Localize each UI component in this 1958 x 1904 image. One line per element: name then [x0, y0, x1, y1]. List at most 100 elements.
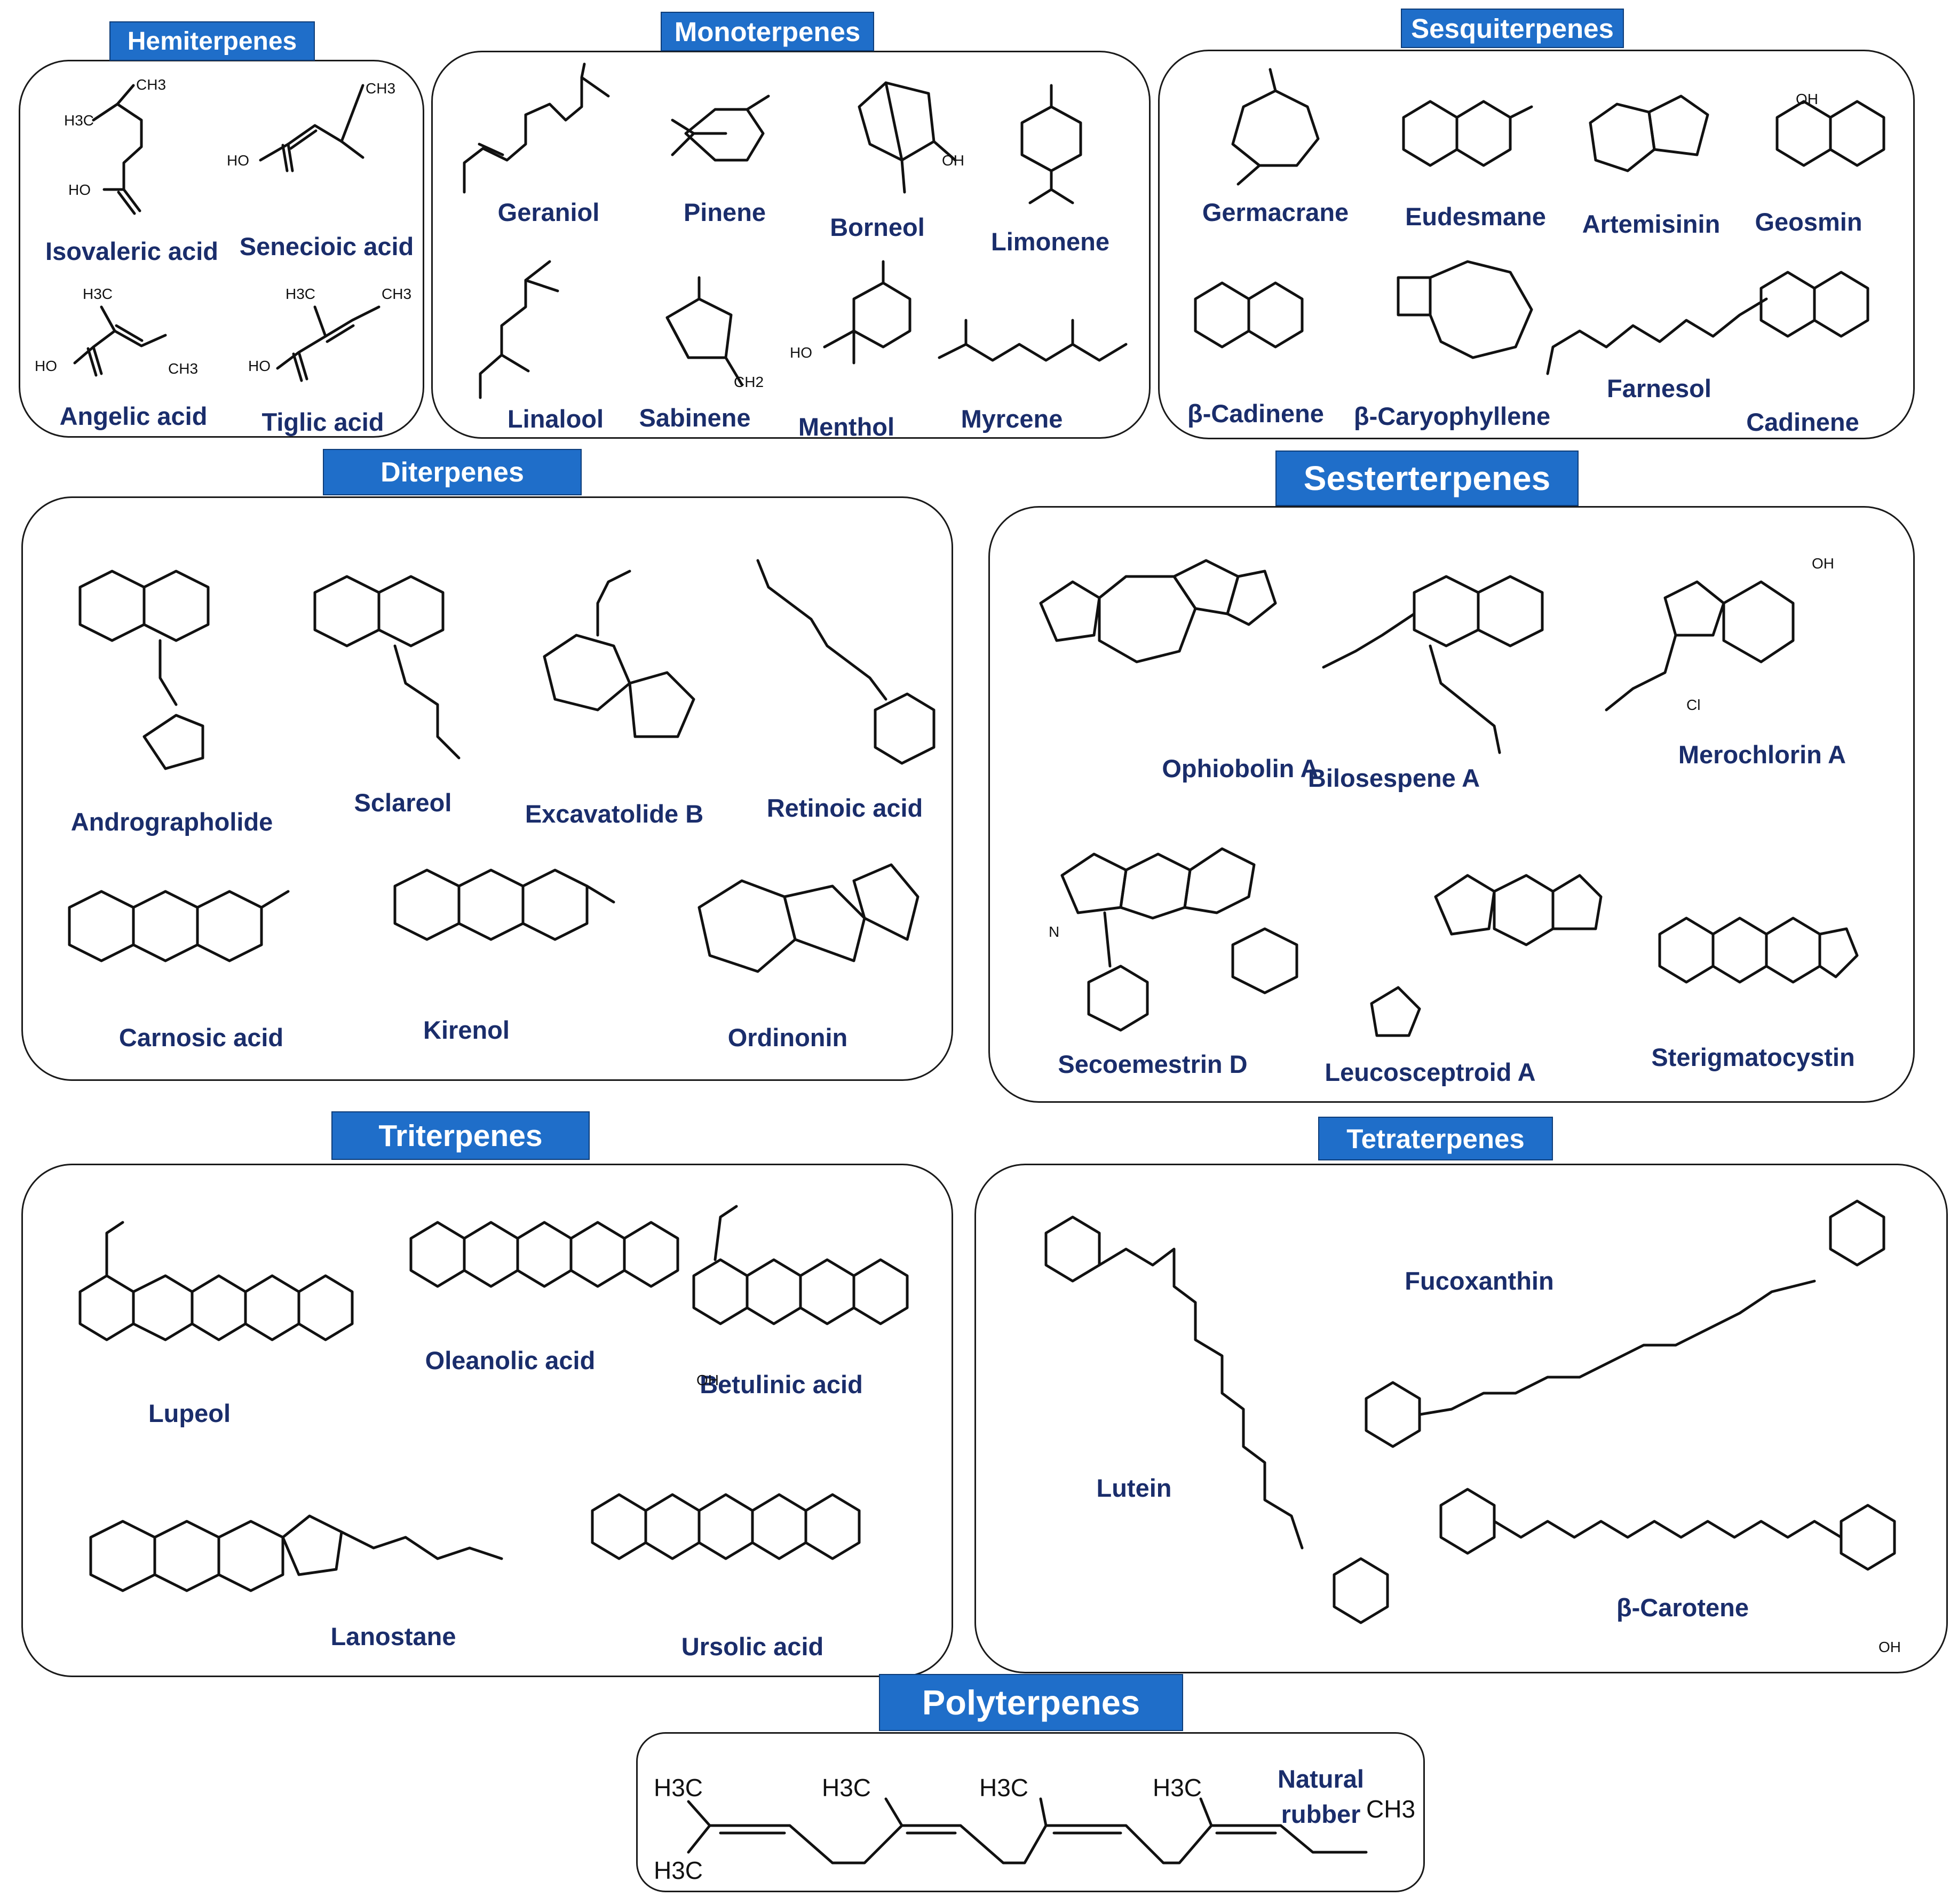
- atom-label: HO: [227, 152, 249, 169]
- atom-label: OH: [942, 152, 964, 169]
- atom-label: H3C: [64, 112, 94, 129]
- compound-name: Ophiobolin A: [1162, 754, 1319, 783]
- atom-label: OH: [696, 1372, 719, 1388]
- atom-label: OH: [1796, 91, 1818, 107]
- leucosceptroid-a-structure: [1434, 874, 1496, 936]
- compound-name: Linalool: [507, 405, 604, 433]
- carnosic-acid-structure: [68, 890, 135, 962]
- category-title: Diterpenes: [323, 449, 582, 495]
- compound-name: β-Cadinene: [1187, 399, 1324, 428]
- ophiobolin-a-structure: [1039, 580, 1101, 642]
- compound-name: Carnosic acid: [118, 1023, 284, 1052]
- panel-tetraterpenes: [974, 1164, 1948, 1673]
- compound-name: Germacrane: [1202, 198, 1349, 226]
- compound-name: Kirenol: [423, 1016, 510, 1044]
- rubber-atom-label: H3C: [654, 1774, 703, 1802]
- atom-label: CH3: [366, 80, 395, 97]
- compound-name: Excavatolide B: [525, 800, 704, 828]
- linalool-structure: [479, 260, 551, 399]
- atom-label: HO: [68, 181, 91, 198]
- panel-polyterpenes: [636, 1732, 1425, 1892]
- panel-monoterpenes: [431, 51, 1151, 439]
- pinene-structure: [684, 108, 765, 162]
- panel-sesquiterpenes: [1158, 50, 1915, 439]
- rubber-atom-label: H3C: [979, 1774, 1028, 1802]
- retinoic-acid-structure: [756, 559, 887, 701]
- category-title: Hemiterpenes: [109, 21, 315, 61]
- atom-label: HO: [248, 358, 271, 374]
- geosmin-structure: [1775, 100, 1832, 167]
- compound-name: Lanostane: [330, 1622, 456, 1650]
- merochlorin-a-structure: [1663, 580, 1725, 637]
- ordinonin-structure: [697, 879, 797, 973]
- beta-cadinene-structure: [1194, 281, 1250, 349]
- geraniol-structure: [463, 76, 610, 194]
- tiglic-acid-structure: [276, 305, 380, 370]
- andrographolide-structure: [78, 570, 146, 642]
- compound-name: Secoemestrin D: [1058, 1050, 1248, 1078]
- lutein-structure: [1044, 1215, 1101, 1283]
- germacrane-structure: [1231, 89, 1320, 167]
- excavatolide-b-structure: [543, 634, 631, 712]
- compound-name: Leucosceptroid A: [1325, 1058, 1536, 1086]
- borneol-structure: [858, 81, 936, 162]
- rubber-atom-label: H3C: [654, 1856, 703, 1884]
- compound-name: Natural rubber: [1278, 1765, 1364, 1828]
- compound-name: Ordinonin: [727, 1023, 848, 1052]
- rubber-atom-label: H3C: [1153, 1774, 1202, 1802]
- compound-name: Fucoxanthin: [1405, 1267, 1554, 1295]
- panel-diterpenes: [21, 496, 953, 1081]
- atom-label: CH2: [734, 374, 764, 390]
- compound-name: Lutein: [1096, 1474, 1172, 1502]
- eudesmane-structure: [1402, 100, 1458, 167]
- atom-label: N: [1049, 923, 1059, 940]
- compound-name: Andrographolide: [70, 808, 273, 836]
- compound-name: Betulinic acid: [700, 1370, 863, 1399]
- atom-label: CH3: [136, 76, 166, 93]
- compound-name: Angelic acid: [59, 402, 208, 430]
- compound-name: Oleanolic acid: [425, 1346, 596, 1374]
- sclareol-structure: [313, 575, 380, 647]
- compound-name: Cadinene: [1746, 408, 1859, 436]
- atom-label: HO: [35, 358, 57, 374]
- compound-name: Tiglic acid: [261, 408, 384, 436]
- rubber-atom-label: H3C: [822, 1774, 871, 1802]
- compound-name: Isovaleric acid: [45, 237, 218, 265]
- panel-hemiterpenes: [19, 60, 424, 438]
- natural-rubber-structure: [687, 1800, 711, 1854]
- sabinene-structure: [665, 297, 733, 359]
- farnesol-structure: [1546, 297, 1768, 375]
- cadinene-structure: [1759, 271, 1816, 338]
- category-title: Tetraterpenes: [1318, 1117, 1553, 1160]
- category-title: Monoterpenes: [661, 12, 874, 51]
- compound-name: Merochlorin A: [1678, 740, 1846, 769]
- lanostane-structure: [89, 1520, 156, 1592]
- compound-name: β-Carotene: [1616, 1593, 1749, 1622]
- rubber-atom-label: CH3: [1366, 1795, 1415, 1823]
- atom-label: Cl: [1686, 697, 1700, 713]
- kirenol-structure: [393, 868, 461, 941]
- lupeol-structure: [78, 1274, 135, 1341]
- senecioic-acid-structure: [259, 124, 343, 162]
- compound-name: Menthol: [798, 413, 895, 441]
- atom-label: CH3: [168, 360, 198, 377]
- oleanolic-acid-structure: [409, 1221, 466, 1288]
- secoemestrin-d-structure: [1060, 852, 1128, 914]
- compound-name: Lupeol: [148, 1399, 231, 1427]
- atom-label: CH3: [382, 286, 411, 302]
- panel-triterpenes: [21, 1164, 953, 1677]
- limonene-structure: [1020, 105, 1082, 172]
- betulinic-acid-structure: [692, 1258, 749, 1325]
- compound-name: Retinoic acid: [766, 794, 923, 822]
- compound-name: Sterigmatocystin: [1651, 1043, 1855, 1071]
- myrcene-structure: [938, 343, 1128, 362]
- category-title: Polyterpenes: [879, 1674, 1183, 1731]
- compound-name: Farnesol: [1607, 374, 1711, 402]
- category-title: Sesterterpenes: [1275, 451, 1579, 506]
- compound-name: Ursolic acid: [681, 1632, 824, 1661]
- angelic-acid-structure: [73, 329, 167, 365]
- compound-name: Myrcene: [961, 405, 1063, 433]
- compound-name: Pinene: [683, 198, 766, 226]
- beta-carotene-structure: [1439, 1488, 1496, 1555]
